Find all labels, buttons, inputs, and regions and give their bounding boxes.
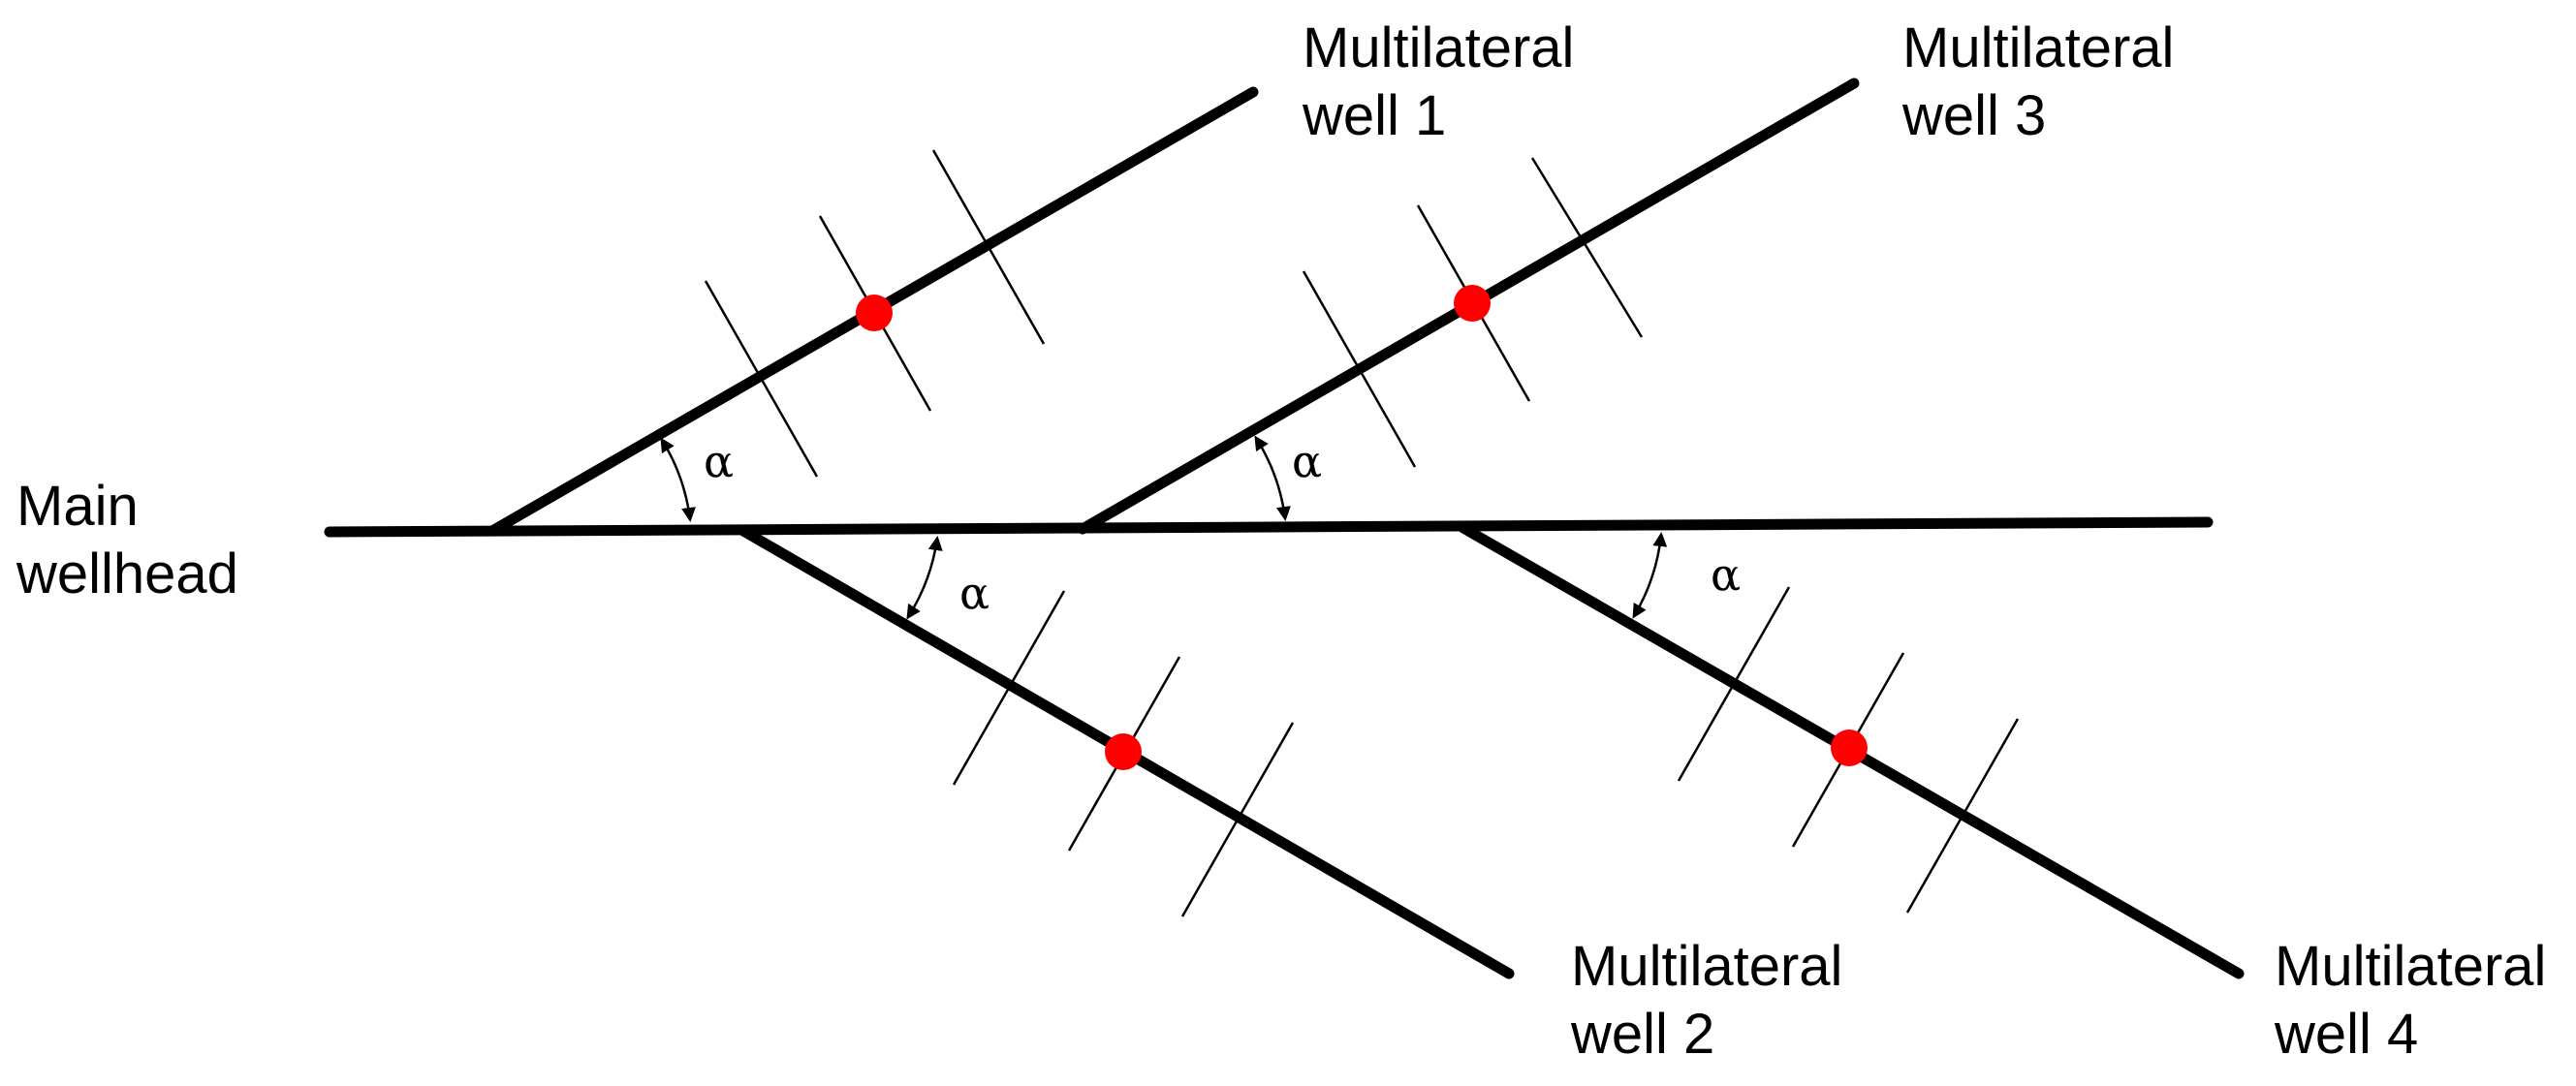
fracture-line [1302, 270, 1417, 468]
fracture-point-marker [1105, 733, 1142, 770]
angle-marker-well-1: α [660, 435, 734, 522]
lateral-well-3 [1077, 78, 1860, 535]
label-well-1-line1: Multilateral [1303, 16, 1575, 79]
fracture-line [952, 590, 1066, 786]
label-well-3-line1: Multilateral [1902, 16, 2175, 79]
fracture-point-marker [1831, 729, 1868, 766]
label-main-wellhead-line1: Main [16, 475, 139, 538]
label-multilateral-well-4: Multilateral well 4 [2275, 933, 2546, 1069]
label-well-3-line2: well 3 [1902, 84, 2047, 147]
angle-marker-well-4: α [1632, 532, 1741, 619]
label-multilateral-well-2: Multilateral well 2 [1571, 933, 1842, 1069]
label-main-wellhead-line2: wellhead [16, 543, 238, 605]
angle-arc [1254, 435, 1291, 521]
label-multilateral-well-3: Multilateral well 3 [1902, 15, 2174, 150]
angle-alpha-label: α [704, 435, 734, 487]
label-well-4-line1: Multilateral [2275, 935, 2547, 998]
fracture-line [1905, 718, 2020, 914]
angle-alpha-label: α [959, 567, 990, 619]
angle-alpha-label: α [1292, 435, 1322, 487]
angle-alpha-label: α [1711, 548, 1741, 601]
label-well-2-line1: Multilateral [1571, 935, 1843, 998]
label-well-1-line2: well 1 [1303, 84, 1447, 147]
fracture-point-marker [856, 295, 893, 331]
label-well-4-line2: well 4 [2275, 1003, 2419, 1066]
angle-arc [660, 437, 696, 522]
lateral-well-1 [487, 86, 1259, 537]
fracture-line [1677, 586, 1791, 782]
label-well-2-line2: well 2 [1571, 1003, 1715, 1066]
fracture-line [1530, 157, 1644, 338]
angle-marker-well-2: α [906, 536, 990, 620]
fracture-line [704, 280, 819, 478]
lateral-well-4 [1458, 522, 2245, 979]
fracture-line [1180, 722, 1295, 917]
angle-arc [1632, 532, 1668, 619]
fracture-line [931, 149, 1046, 345]
fracture-point-marker [1454, 285, 1491, 322]
angle-marker-well-3: α [1254, 435, 1322, 521]
main-wellbore [324, 516, 2214, 538]
lateral-well-2 [738, 525, 1515, 979]
label-multilateral-well-1: Multilateral well 1 [1303, 15, 1574, 150]
angle-arc [906, 536, 943, 620]
label-main-wellhead: Main wellhead [16, 473, 238, 608]
